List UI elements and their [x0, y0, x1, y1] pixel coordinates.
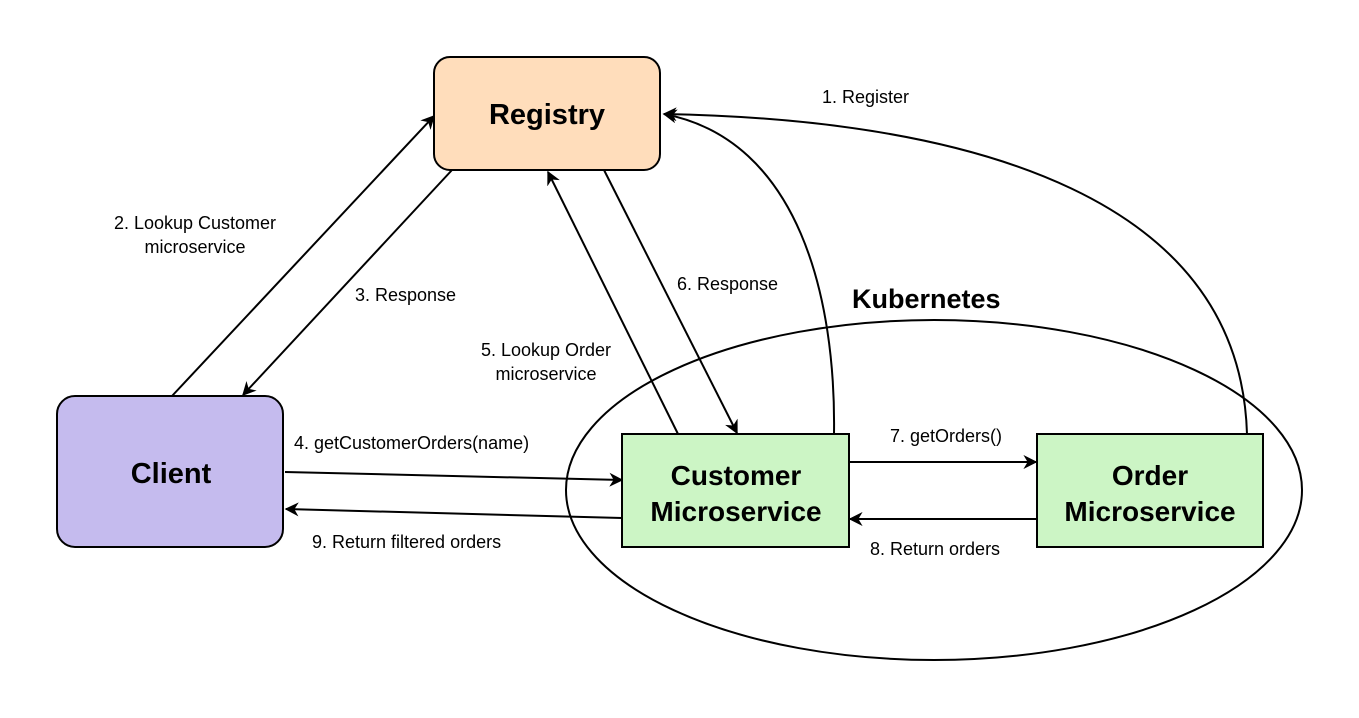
edge-return-filtered: [284, 502, 623, 519]
order-microservice-node: Order Microservice: [1036, 433, 1264, 548]
edge-label-return-filtered: 9. Return filtered orders: [312, 532, 501, 552]
edge-label-return-orders: 8. Return orders: [870, 539, 1000, 559]
client-label: Client: [131, 458, 212, 490]
edge-label-lookup-order-2: microservice: [495, 364, 596, 384]
edge-get-customer-orders: [284, 471, 624, 487]
customer-label-line2: Microservice: [650, 496, 821, 527]
edge-lookup-customer: [171, 114, 435, 397]
edge-label-get-orders: 7. getOrders(): [890, 426, 1002, 446]
customer-microservice-node: Customer Microservice: [621, 433, 850, 548]
kubernetes-label: Kubernetes: [852, 284, 1001, 314]
order-label-line2: Microservice: [1064, 496, 1235, 527]
client-node: Client: [56, 395, 284, 548]
edge-label-lookup-customer-2: microservice: [144, 237, 245, 257]
edge-register-order: [662, 107, 1248, 435]
edge-label-lookup-order-1: 5. Lookup Order: [481, 340, 611, 360]
edge-response-customer: [603, 169, 738, 435]
edge-label-register: 1. Register: [822, 87, 909, 107]
customer-label-line1: Customer: [671, 460, 802, 491]
edge-response-client: [242, 169, 453, 397]
edge-register-customer: [662, 109, 836, 435]
registry-label: Registry: [489, 99, 605, 131]
edge-label-lookup-customer-1: 2. Lookup Customer: [114, 213, 276, 233]
edge-lookup-order: [547, 170, 679, 435]
edge-label-response-client: 3. Response: [355, 285, 456, 305]
order-label-line1: Order: [1112, 460, 1188, 491]
registry-node: Registry: [433, 56, 661, 171]
edge-label-get-customer-orders: 4. getCustomerOrders(name): [294, 433, 529, 453]
edge-label-response-customer: 6. Response: [677, 274, 778, 294]
kubernetes-region: [565, 319, 1303, 661]
